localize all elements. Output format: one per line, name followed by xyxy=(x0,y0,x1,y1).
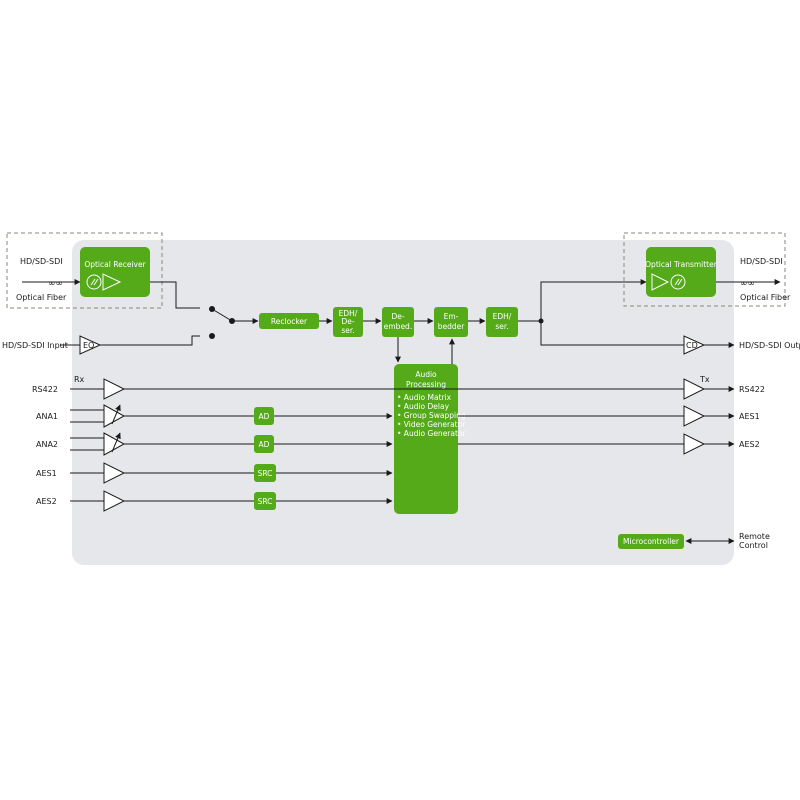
remote-label-1: Remote xyxy=(739,532,770,541)
audio-title-1: Audio xyxy=(415,370,437,379)
aes2-out-label: AES2 xyxy=(739,440,760,449)
edh-deser-label-1: EDH/ xyxy=(339,309,358,318)
ana2-amp xyxy=(103,432,126,456)
photodiode-icon xyxy=(86,274,102,290)
receiver-module-frame xyxy=(6,232,163,309)
embedder-label-1: Em- xyxy=(444,312,459,321)
audio-item: • Audio Matrix xyxy=(397,393,452,402)
remote-label-2: Control xyxy=(739,541,768,550)
aes1-out-label: AES1 xyxy=(739,412,760,421)
audio-item: • Group Swapping xyxy=(397,411,466,420)
aes2-in-label: AES2 xyxy=(36,497,57,506)
deembed-block xyxy=(382,307,414,337)
audio-processing-block xyxy=(394,364,458,514)
rs422-out-label: RS422 xyxy=(739,385,765,394)
ana1-label: ANA1 xyxy=(36,412,58,421)
optical-fiber-in-label: Optical Fiber xyxy=(16,293,67,302)
hd-sdi-in-label: HD/SD-SDI xyxy=(20,257,63,266)
cd-label: CD xyxy=(686,341,698,350)
ana1-amp xyxy=(103,404,126,428)
rx-label: Rx xyxy=(74,375,85,384)
edh-ser-label-1: EDH/ xyxy=(493,312,512,321)
microcontroller-block xyxy=(618,534,684,549)
deembed-label-2: embed. xyxy=(384,322,412,331)
input-switch xyxy=(211,308,233,322)
ad-block-1 xyxy=(254,407,274,425)
cd-amp xyxy=(683,335,706,355)
aes1-in-label: AES1 xyxy=(36,469,57,478)
laser-diode-icon xyxy=(670,274,686,290)
transmitter-module-frame xyxy=(623,232,786,307)
rs422-in-label: RS422 xyxy=(32,385,58,394)
aes1-in-amp xyxy=(103,462,126,484)
rs422-rx-amp xyxy=(103,378,126,400)
edh-deser-label-3: ser. xyxy=(341,326,354,335)
ad-label-1: AD xyxy=(259,412,270,421)
tx-label: Tx xyxy=(699,375,710,384)
ad-label-2: AD xyxy=(259,440,270,449)
optical-transmitter-label: Optical Transmitter xyxy=(645,260,718,269)
edh-ser-label-2: ser. xyxy=(495,322,508,331)
optical-receiver-block xyxy=(80,247,150,297)
aes2-out-amp xyxy=(683,433,706,455)
hd-sdi-output-label: HD/SD-SDI Output xyxy=(739,341,800,350)
src-label-2: SRC xyxy=(258,497,273,506)
audio-item: • Audio Generator xyxy=(397,429,467,438)
eq-amp xyxy=(79,335,102,355)
edh-ser-block xyxy=(486,307,518,337)
optical-fiber-out-label: Optical Fiber xyxy=(740,293,791,302)
ana2-label: ANA2 xyxy=(36,440,58,449)
audio-title-2: Processing xyxy=(406,380,446,389)
reclocker-label: Reclocker xyxy=(271,317,308,326)
fiber-coil-out-icon: ∞∞ xyxy=(740,279,755,289)
aes1-out-amp xyxy=(683,405,706,427)
aes2-in-amp xyxy=(103,490,126,512)
optical-transmitter-block xyxy=(646,247,716,297)
src-block-1 xyxy=(254,464,276,482)
audio-item: • Audio Delay xyxy=(397,402,450,411)
hd-sdi-out-label: HD/SD-SDI xyxy=(740,257,783,266)
rs422-tx-amp xyxy=(683,378,706,400)
fiber-coil-icon: ∞∞ xyxy=(48,279,63,289)
ad-block-2 xyxy=(254,435,274,453)
src-block-2 xyxy=(254,492,276,510)
optical-receiver-label: Optical Receiver xyxy=(84,260,146,269)
embedder-label-2: bedder xyxy=(438,322,466,331)
hd-sdi-input-label: HD/SD-SDI Input xyxy=(2,341,68,350)
embedder-block xyxy=(434,307,468,337)
reclocker-block xyxy=(259,313,319,329)
src-label-1: SRC xyxy=(258,469,273,478)
edh-deser-block xyxy=(333,307,363,337)
receiver-amp-icon xyxy=(102,273,122,291)
edh-deser-label-2: De- xyxy=(341,317,354,326)
deembed-label-1: De- xyxy=(391,312,404,321)
microcontroller-label: Microcontroller xyxy=(623,537,680,546)
audio-item: • Video Generator xyxy=(397,420,466,429)
eq-label: EQ xyxy=(83,341,94,350)
transmitter-amp-icon xyxy=(651,273,670,291)
